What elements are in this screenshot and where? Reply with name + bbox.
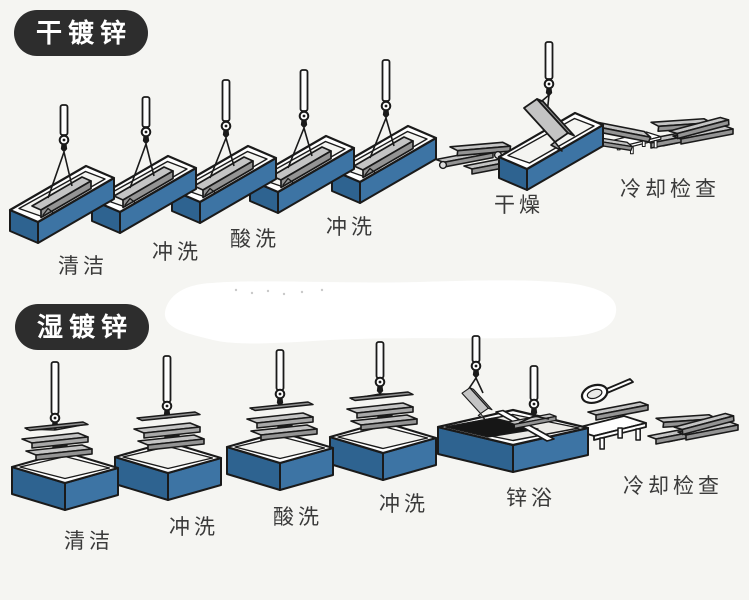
zinc-dip-station-dry — [497, 41, 605, 192]
pickling-tank-dry — [248, 69, 356, 215]
cleaning-tank-2-dry — [90, 96, 198, 235]
cleaning-tank-1-dry — [8, 104, 116, 245]
wet-label-rinsing-1: 冲洗 — [169, 516, 219, 539]
dry-label-rinsing-2: 冲洗 — [326, 216, 376, 239]
wet-label-cooling-inspection: 冷却检查 — [623, 475, 723, 498]
wet-label-rinsing-2: 冲洗 — [379, 493, 429, 516]
wet-label-zinc-bath: 锌浴 — [506, 487, 556, 510]
wet-galvanizing-badge: 湿镀锌 — [15, 304, 150, 350]
dipping-beam-wet — [461, 387, 493, 420]
dry-label-drying: 干燥 — [494, 194, 544, 217]
wet-label-cleaning: 清洁 — [64, 530, 114, 553]
dry-galvanizing-badge: 干镀锌 — [14, 10, 149, 56]
zinc-bath-station — [436, 335, 590, 474]
rinse-tank-2-dry — [330, 59, 438, 205]
dry-label-cleaning: 清洁 — [58, 255, 108, 278]
rinse-tank-1-wet — [113, 355, 223, 502]
inspection-ladle-icon — [578, 377, 635, 408]
rinse-tank-1-dry — [170, 79, 278, 225]
dry-process-row — [8, 41, 733, 245]
cleaning-tank-wet — [10, 361, 120, 512]
rinse-tank-2-wet — [328, 341, 438, 482]
crane-pole — [544, 41, 554, 80]
dry-label-pickling: 酸洗 — [230, 228, 280, 251]
erased-watermark-blob — [164, 280, 617, 344]
cooling-inspection-stack-wet — [648, 408, 738, 444]
dry-label-rinsing-1: 冲洗 — [152, 241, 202, 264]
pickling-tank-wet — [225, 349, 335, 492]
wet-process-row — [10, 335, 738, 512]
dry-label-cooling-inspection: 冷却检查 — [620, 178, 720, 201]
wet-label-pickling: 酸洗 — [273, 506, 323, 529]
crane-hook-icon — [543, 78, 555, 98]
